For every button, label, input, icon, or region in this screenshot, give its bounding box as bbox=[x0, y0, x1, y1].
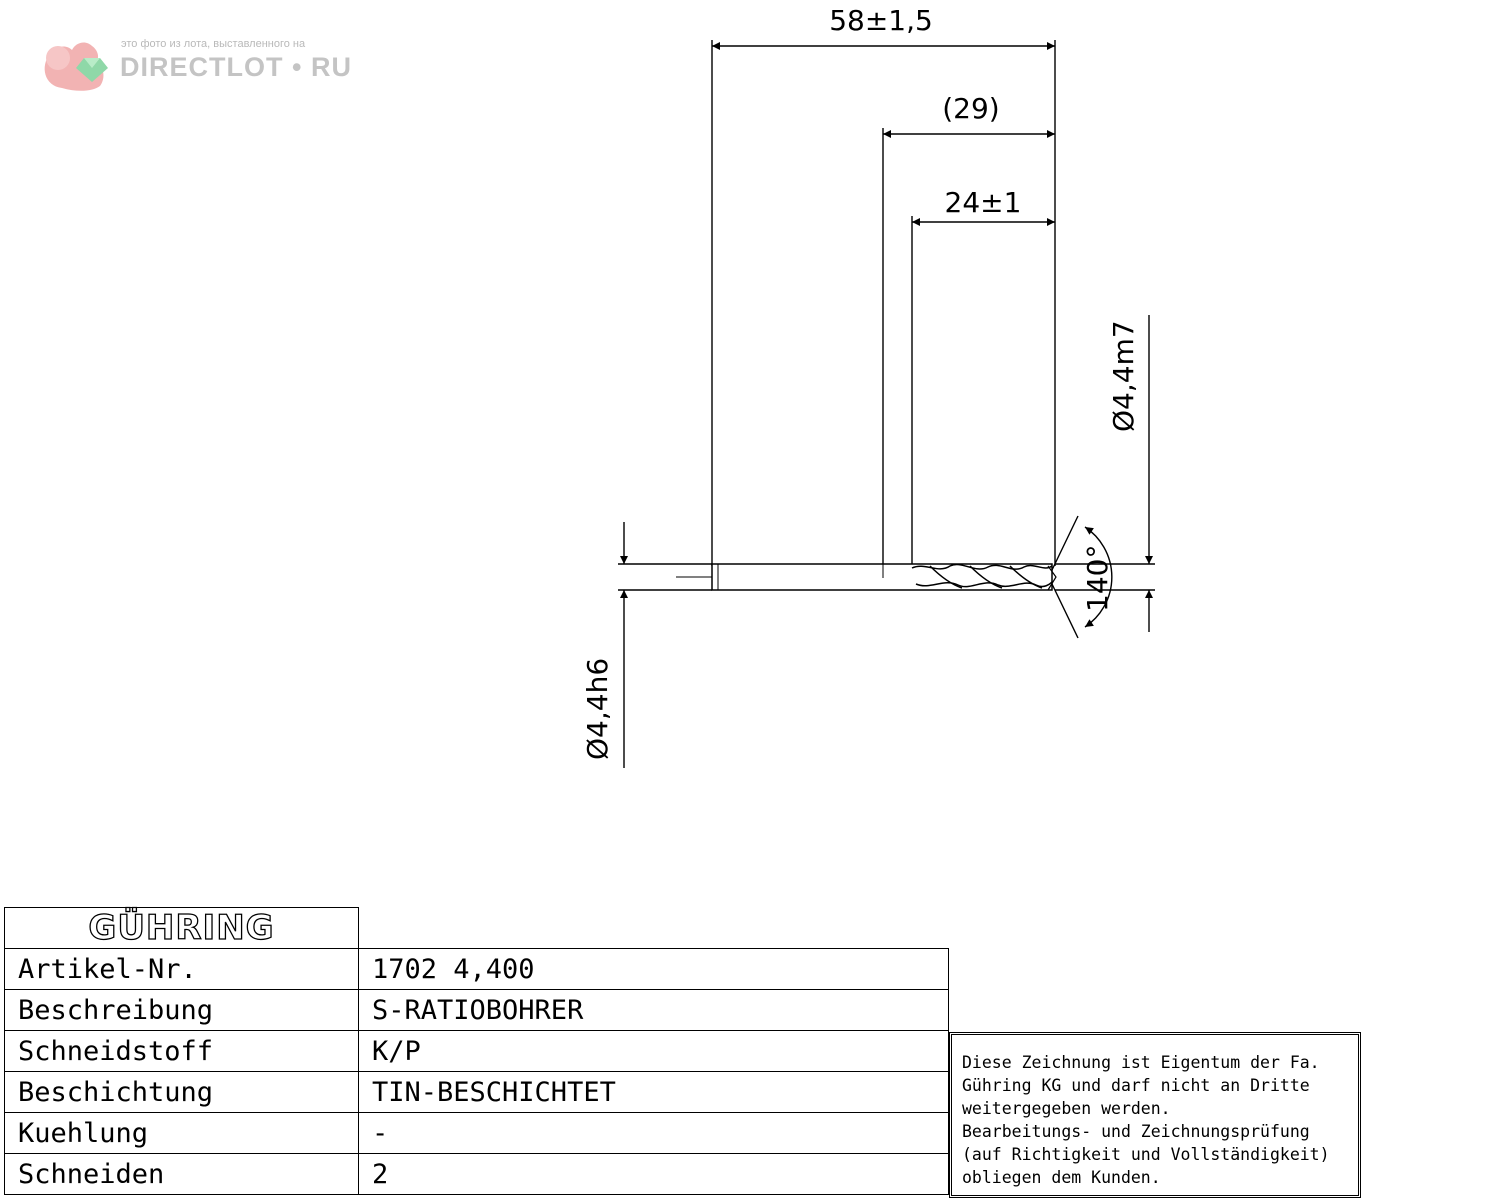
row-label: Beschreibung bbox=[4, 989, 359, 1031]
table-row: Beschreibung S-RATIOBOHRER bbox=[4, 989, 949, 1031]
dimension-reference-length bbox=[882, 128, 1055, 566]
drill-body bbox=[676, 563, 1057, 591]
squirrel-logo-icon bbox=[44, 42, 108, 91]
point-angle-label: 140° bbox=[1081, 545, 1114, 612]
notice-line: (auf Richtigkeit und Vollständigkeit) bbox=[962, 1145, 1330, 1164]
overall-length-label: 58±1,5 bbox=[829, 4, 933, 37]
row-value: TIN-BESCHICHTET bbox=[358, 1071, 949, 1113]
notice-line: Diese Zeichnung ist Eigentum der Fa. bbox=[962, 1053, 1320, 1072]
shank-diameter-label: Ø4,4h6 bbox=[581, 658, 614, 760]
table-row: Artikel-Nr. 1702 4,400 bbox=[4, 948, 949, 990]
notice-line: weitergegeben werden. bbox=[962, 1099, 1171, 1118]
row-label: Artikel-Nr. bbox=[4, 948, 359, 990]
watermark: это фото из лота, выставленного на DIREC… bbox=[44, 38, 352, 91]
brand-logo: GÜHRING bbox=[4, 907, 359, 949]
ownership-notice: Diese Zeichnung ist Eigentum der Fa. Güh… bbox=[949, 1032, 1361, 1198]
dimension-overall-length bbox=[711, 40, 1056, 566]
technical-drawing: это фото из лота, выставленного на DIREC… bbox=[44, 4, 1155, 768]
table-row: Beschichtung TIN-BESCHICHTET bbox=[4, 1071, 949, 1113]
row-value: - bbox=[358, 1112, 949, 1154]
table-row: Schneiden 2 bbox=[4, 1153, 949, 1195]
logo-row: GÜHRING bbox=[4, 907, 949, 949]
cutting-diameter-label: Ø4,4m7 bbox=[1107, 320, 1140, 432]
row-value: S-RATIOBOHRER bbox=[358, 989, 949, 1031]
table-row: Schneidstoff K/P bbox=[4, 1030, 949, 1072]
dimension-point-angle bbox=[1051, 515, 1113, 639]
title-block: GÜHRING Artikel-Nr. 1702 4,400 Beschreib… bbox=[4, 907, 949, 1195]
dimension-flute-length bbox=[911, 216, 1055, 566]
flute-length-label: 24±1 bbox=[945, 186, 1022, 219]
notice-line: Bearbeitungs- und Zeichnungsprüfung bbox=[962, 1122, 1310, 1141]
row-label: Schneiden bbox=[4, 1153, 359, 1195]
row-label: Schneidstoff bbox=[4, 1030, 359, 1072]
dimension-cutting-diameter bbox=[1055, 315, 1155, 632]
notice-line: obliegen dem Kunden. bbox=[962, 1168, 1161, 1187]
dimension-shank-diameter bbox=[618, 522, 712, 768]
table-row: Kuehlung - bbox=[4, 1112, 949, 1154]
row-value: K/P bbox=[358, 1030, 949, 1072]
row-label: Beschichtung bbox=[4, 1071, 359, 1113]
row-label: Kuehlung bbox=[4, 1112, 359, 1154]
watermark-site: DIRECTLOT • RU bbox=[120, 52, 352, 82]
reference-length-label: (29) bbox=[942, 92, 999, 125]
notice-line: Gühring KG und darf nicht an Dritte bbox=[962, 1076, 1310, 1095]
row-value: 2 bbox=[358, 1153, 949, 1195]
watermark-caption: это фото из лота, выставленного на bbox=[121, 38, 306, 50]
row-value: 1702 4,400 bbox=[358, 948, 949, 990]
